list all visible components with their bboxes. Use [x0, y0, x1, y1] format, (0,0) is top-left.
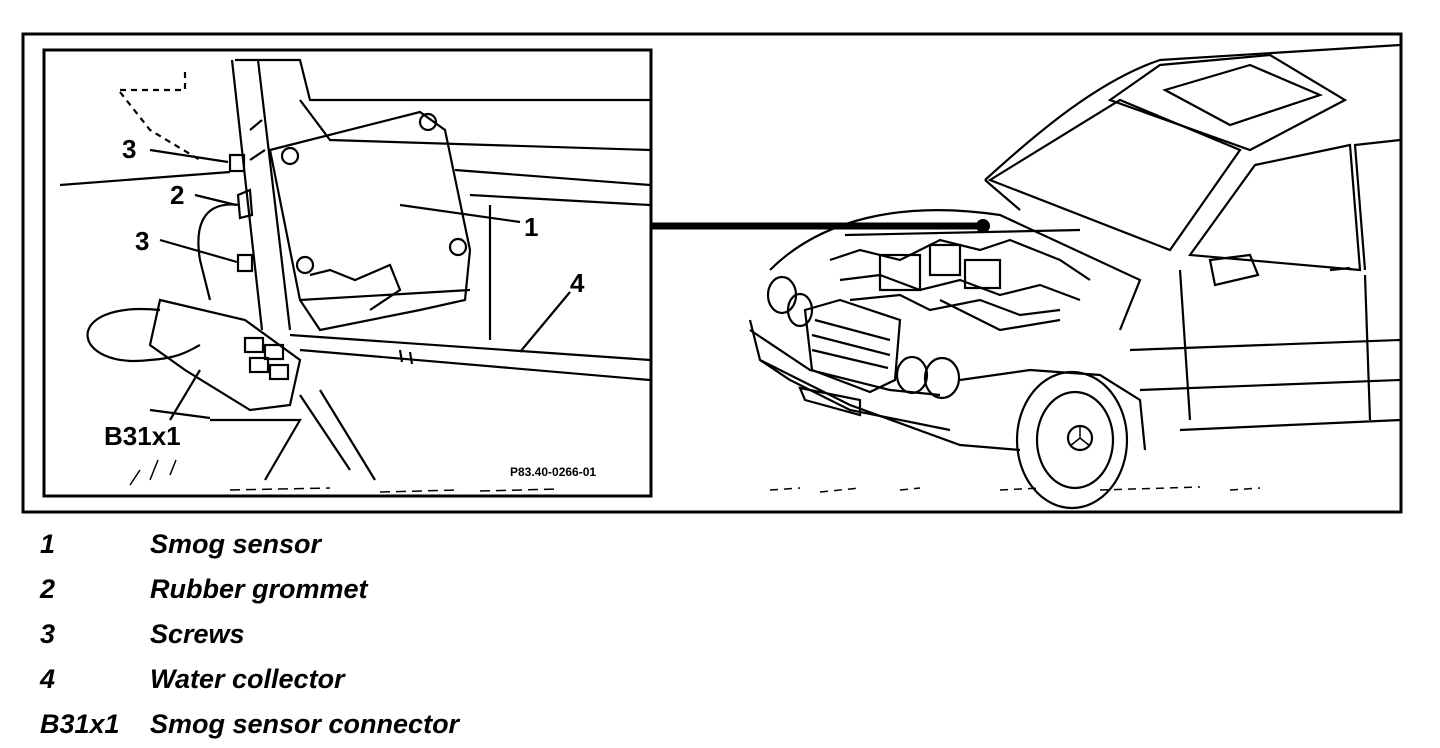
screw-bottom-right	[448, 237, 468, 257]
connector-body	[148, 298, 302, 412]
smog-sensor-housing	[268, 110, 472, 332]
side-mirror	[1208, 253, 1260, 287]
diagram-figure: 3 2 3 1 4 B31x1 P83.40-0266-01	[21, 32, 1403, 514]
legend-desc: Screws	[150, 619, 245, 649]
outer-frame	[21, 32, 1403, 514]
figure-code: P83.40-0266-01	[510, 465, 596, 479]
screw-bottom-left	[295, 255, 315, 275]
legend-row: B31x1 Smog sensor connector	[40, 702, 740, 747]
legend-key: 4	[40, 664, 56, 694]
legend-desc: Smog sensor	[150, 529, 322, 559]
pointer-dot	[976, 219, 990, 233]
detail-drawing	[59, 58, 651, 493]
rubber-grommet	[236, 188, 254, 220]
callout-labels: 3 2 3 1 4 B31x1	[104, 134, 585, 451]
legend-row: 1 Smog sensor	[40, 522, 740, 567]
headlight-right-inner	[895, 355, 929, 395]
detail-inset-frame	[42, 48, 653, 498]
callout-3-top: 3	[122, 134, 136, 164]
callout-4: 4	[570, 268, 585, 298]
legend-key: B31x1	[40, 709, 120, 739]
screw-top-right	[418, 112, 438, 132]
callout-b31x1: B31x1	[104, 421, 181, 451]
grille	[803, 298, 902, 394]
legend-row: 3 Screws	[40, 612, 740, 657]
legend-key: 2	[40, 574, 56, 604]
legend-key: 1	[40, 529, 56, 559]
callout-3-bottom: 3	[135, 226, 149, 256]
sunroof	[1162, 63, 1324, 127]
legend-row: 2 Rubber grommet	[40, 567, 740, 612]
legend-desc: Rubber grommet	[150, 574, 368, 604]
legend-desc: Water collector	[150, 664, 345, 694]
headlight-left-outer	[766, 275, 798, 315]
headlight-right-outer	[923, 356, 961, 400]
legend-desc: Smog sensor connector	[150, 709, 460, 739]
callout-1: 1	[524, 212, 538, 242]
front-wheel	[1015, 370, 1129, 510]
legend-row: 4 Water collector	[40, 657, 740, 702]
callout-2: 2	[170, 180, 184, 210]
headlight-left-inner	[786, 292, 814, 328]
screw-left	[280, 146, 300, 166]
water-collector	[289, 333, 651, 382]
legend: 1 Smog sensor 2 Rubber grommet 3 Screws …	[40, 522, 740, 747]
legend-key: 3	[40, 619, 56, 649]
car-drawing	[748, 43, 1401, 510]
